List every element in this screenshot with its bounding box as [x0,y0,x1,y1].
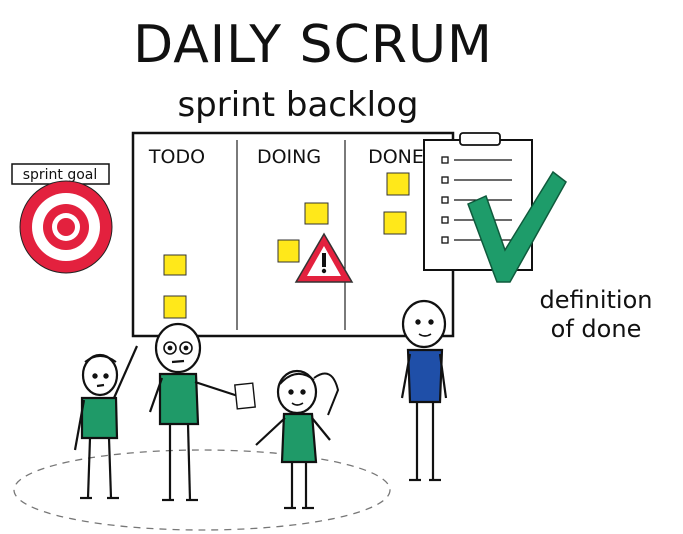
sticky-note [386,172,410,196]
sprint-board: TODO DOING DONE [131,131,455,338]
sprint-goal-label: sprint goal [23,167,98,183]
sticky-note [383,211,407,235]
checkmark-icon [467,170,567,283]
sticky-note [163,254,187,276]
definition-of-done-label: definition [540,286,653,314]
column-todo: TODO [148,146,205,168]
subtitle: sprint backlog [177,85,418,125]
team-member-product-owner [400,299,448,482]
target-icon [19,180,113,274]
warning-icon [294,232,354,283]
column-done: DONE [368,146,424,168]
team-member-pointing [73,345,139,500]
definition-of-done-label-2: of done [551,315,642,343]
sticky-note [277,239,300,263]
team-member-glasses [148,322,256,502]
column-doing: DOING [257,146,321,168]
sticky-note [304,202,329,225]
sticky-note [163,295,187,319]
team-member-ponytail [255,369,340,510]
team-circle [13,449,391,531]
page-title: DAILY SCRUM [133,15,493,75]
